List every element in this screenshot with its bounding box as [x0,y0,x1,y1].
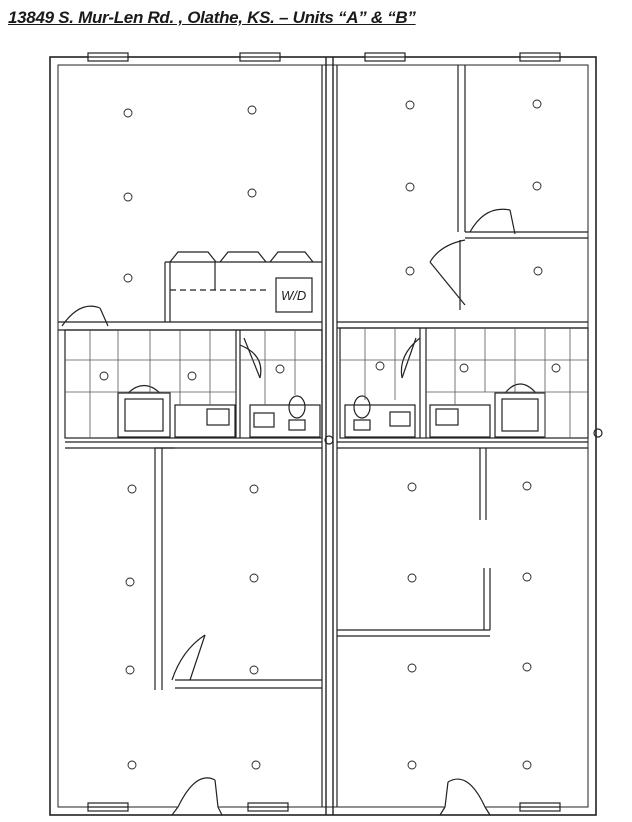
sink-icon [389,411,411,427]
ceiling-light-icon [123,273,133,283]
exterior-walls [49,56,597,816]
ceiling-light-icon [405,266,415,276]
ceiling-light-icon [533,266,543,276]
ceiling-light-icon [407,760,417,770]
toilet-icon [288,395,306,419]
ceiling-light-icon [123,192,133,202]
ceiling-light-icon [405,182,415,192]
ceiling-light-icon [551,363,561,373]
ceiling-light-icon [532,181,542,191]
ceiling-light-icon [275,364,285,374]
page-title: 13849 S. Mur-Len Rd. , Olathe, KS. – Uni… [8,8,416,27]
ceiling-light-icon [405,100,415,110]
windows-bottom [87,802,561,812]
ceiling-light-icon [125,577,135,587]
unit-b [337,65,589,637]
ceiling-light-icon [522,572,532,582]
toilet-icon [353,395,371,419]
ceiling-light-icon [532,99,542,109]
ceiling-light-icon [522,760,532,770]
ceiling-light-icon [125,665,135,675]
ceiling-light-icon [249,665,259,675]
ceiling-light-icon [407,573,417,583]
ceiling-light-icon [247,188,257,198]
unit-a [58,251,323,690]
ceiling-light-icon [375,361,385,371]
ceiling-light-icon [459,363,469,373]
sink-icon [253,412,275,428]
ceiling-light-icon [249,573,259,583]
meter-icon [593,428,603,438]
sink-icon [435,408,459,426]
washer-dryer-label: W/D [281,288,306,303]
ceiling-light-icon [99,371,109,381]
meter-icon [324,435,334,445]
ceiling-lights [99,99,561,770]
entry-doors [171,777,491,816]
ceiling-light-icon [187,371,197,381]
shower-icon [127,384,161,394]
shower-icon [504,383,537,394]
ceiling-light-icon [127,484,137,494]
ceiling-light-icon [123,108,133,118]
ceiling-light-icon [522,662,532,672]
windows-top [87,52,561,62]
ceiling-light-icon [249,484,259,494]
ceiling-light-icon [247,105,257,115]
ceiling-light-icon [407,663,417,673]
sink-icon [206,408,230,426]
ceiling-light-icon [407,482,417,492]
ceiling-light-icon [522,481,532,491]
tile-grid [65,328,588,438]
ceiling-light-icon [127,760,137,770]
washer-dryer [275,277,313,313]
ceiling-light-icon [251,760,261,770]
